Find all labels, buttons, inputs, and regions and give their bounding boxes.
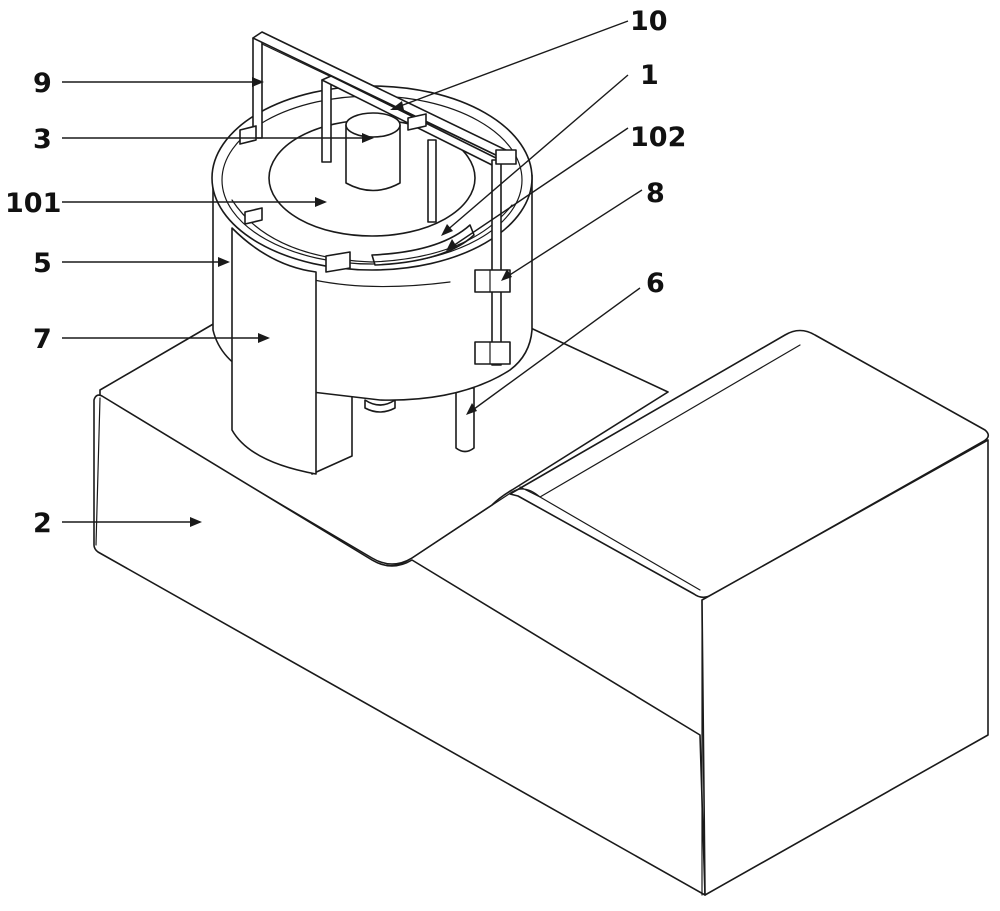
motor-body — [345, 124, 401, 192]
label-2: 2 — [33, 508, 52, 539]
reference-labels: 10 9 1 3 102 101 8 5 6 7 2 — [5, 6, 686, 539]
base-raised-side — [701, 439, 989, 896]
label-9: 9 — [33, 68, 52, 99]
left-post-inner — [321, 79, 332, 163]
label-8: 8 — [646, 178, 665, 209]
label-10: 10 — [630, 6, 668, 37]
label-3: 3 — [33, 124, 52, 155]
slider-lower — [474, 341, 511, 365]
slider-blocks-8 — [474, 269, 511, 365]
base-raised-top — [509, 329, 990, 599]
label-101: 101 — [5, 188, 61, 219]
left-post-outer — [252, 37, 263, 139]
mid-post — [427, 139, 437, 223]
base-block — [93, 322, 990, 896]
base-front-face — [93, 394, 706, 896]
side-plate-7 — [231, 207, 351, 475]
rod-6 — [455, 387, 475, 453]
base-step-edge — [371, 486, 701, 591]
side-plate — [231, 227, 317, 475]
label-1: 1 — [640, 60, 659, 91]
slider-upper — [474, 269, 511, 293]
motor-top — [345, 112, 401, 138]
curved-slot-102 — [371, 224, 475, 266]
label-5: 5 — [33, 248, 52, 279]
label-6: 6 — [646, 268, 665, 299]
label-102: 102 — [630, 122, 686, 153]
frame — [239, 31, 517, 366]
leader-lines — [62, 20, 643, 527]
label-7: 7 — [33, 324, 52, 355]
motor-3 — [345, 112, 401, 192]
